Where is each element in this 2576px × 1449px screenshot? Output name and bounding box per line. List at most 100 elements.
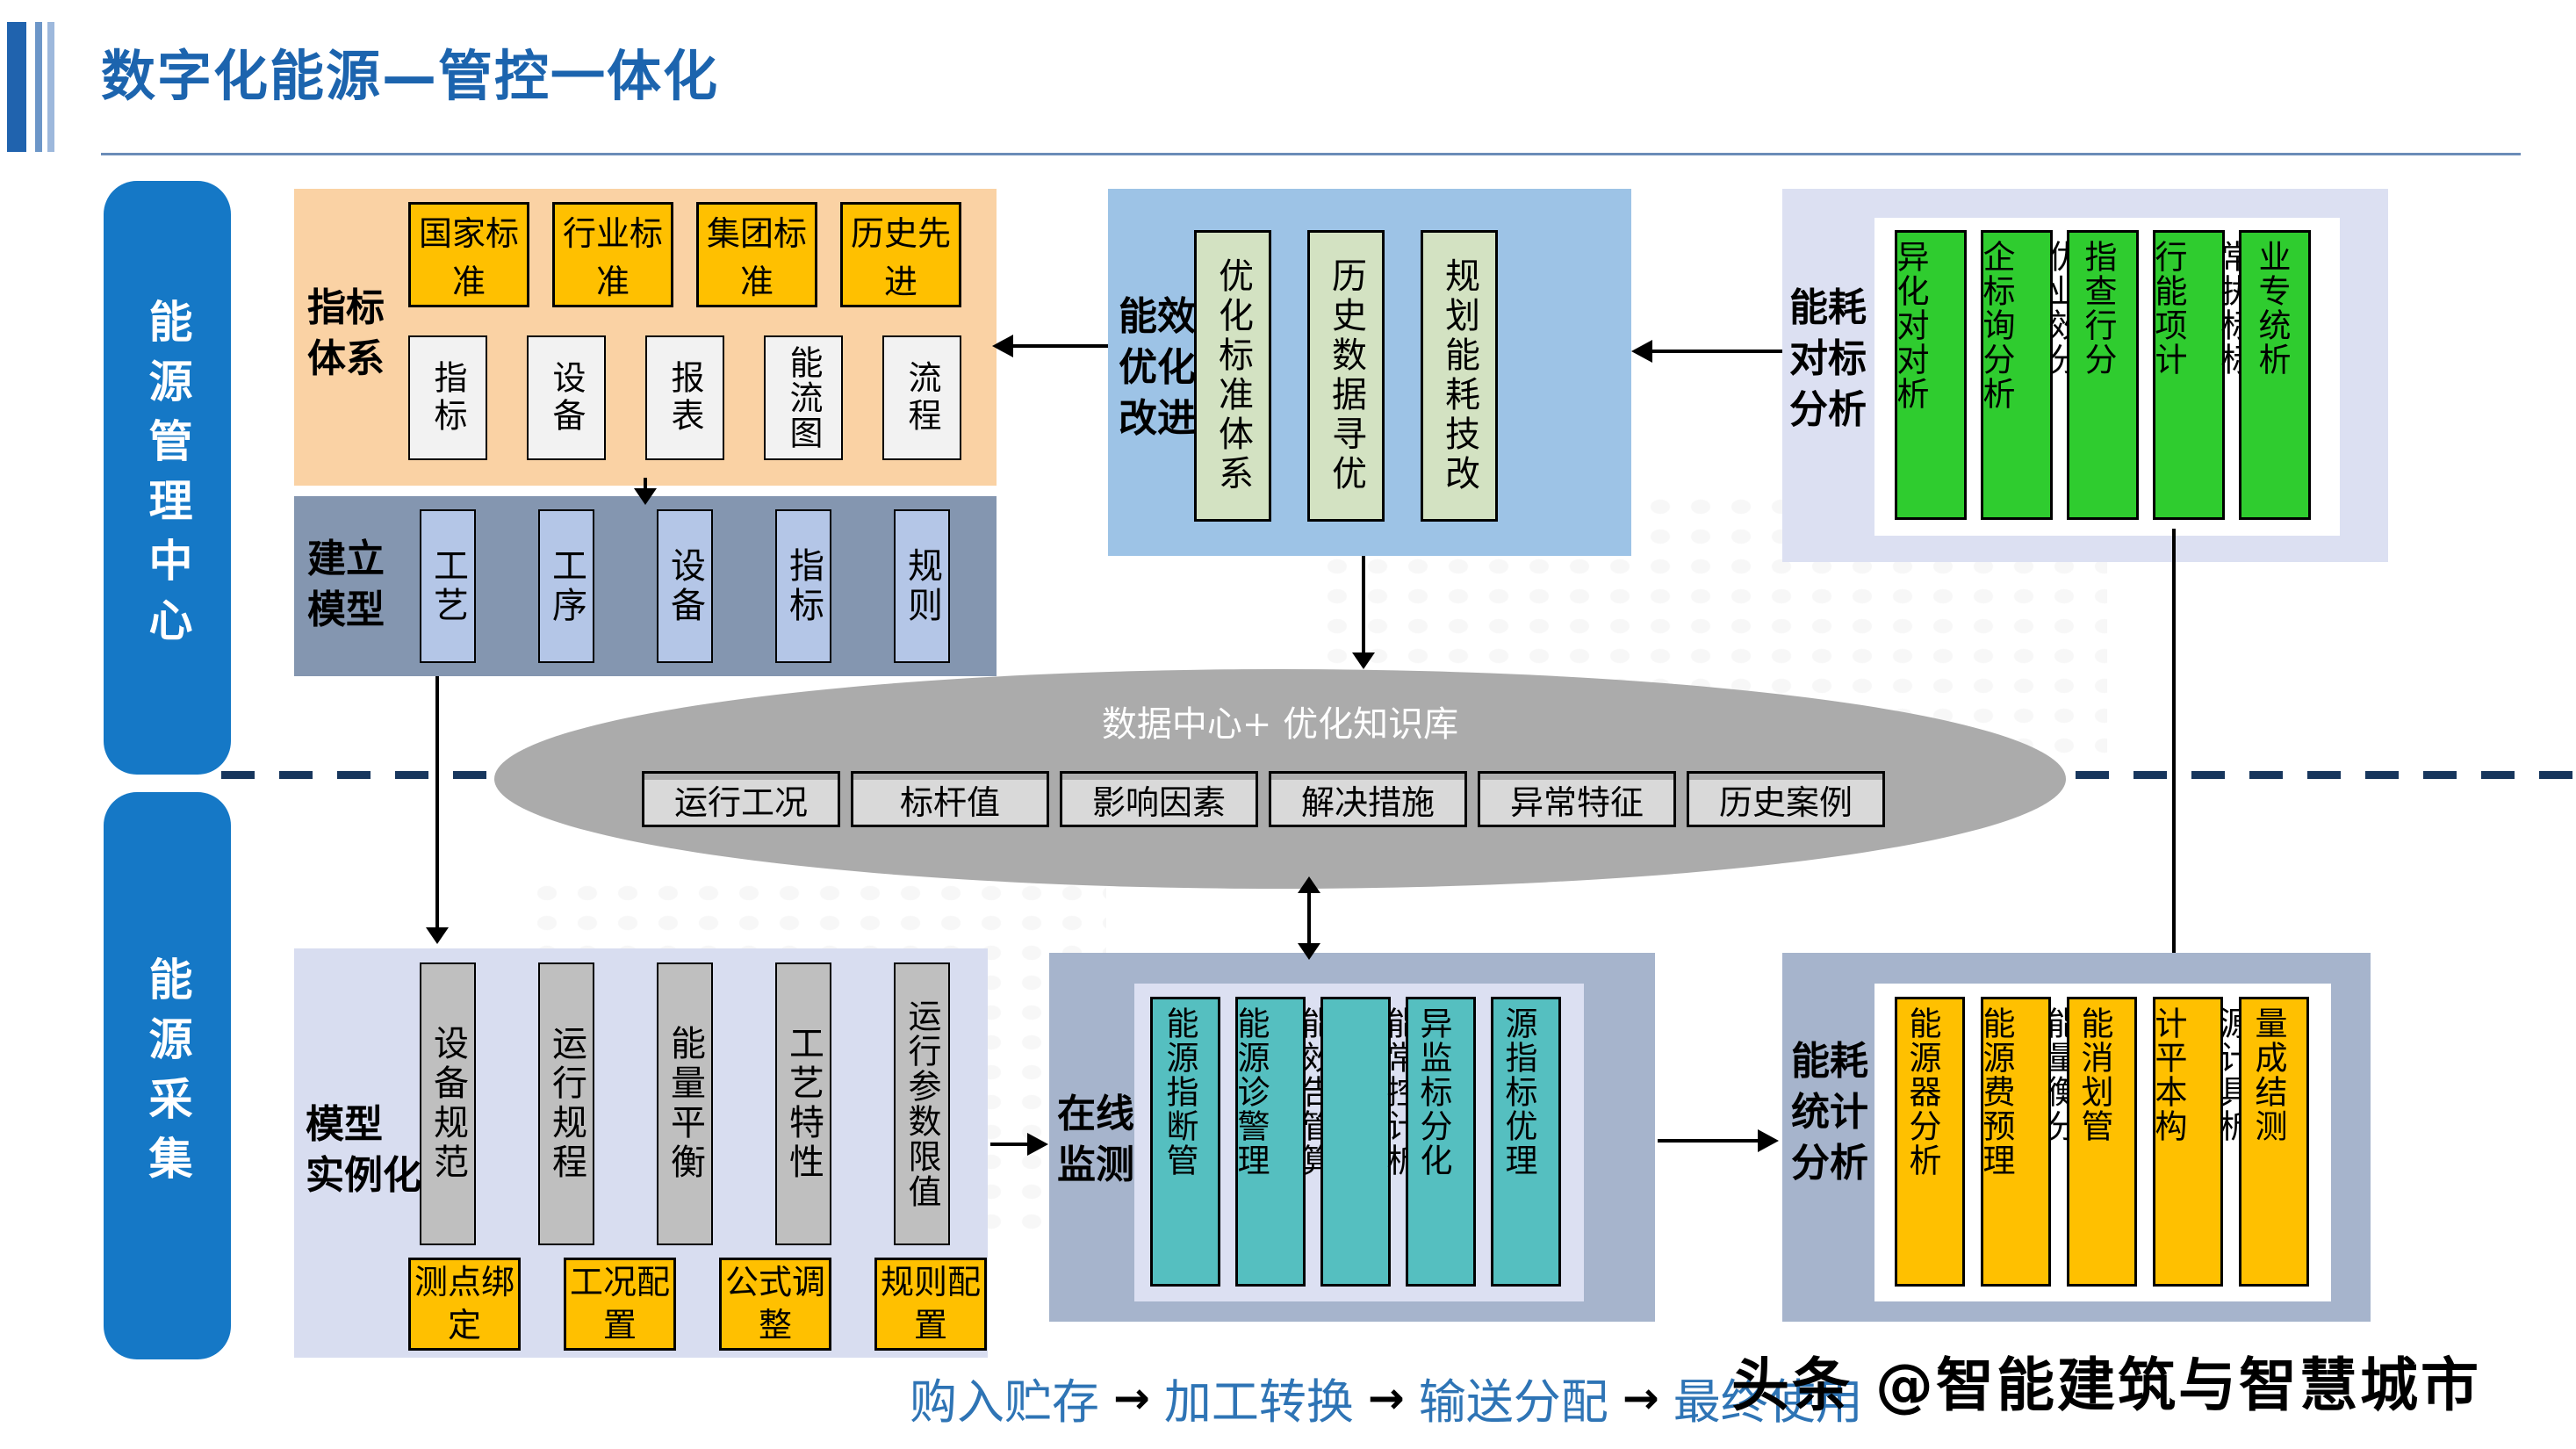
statistics-bar-text: 能消划管 bbox=[2076, 1006, 2113, 1143]
model-bar-text: 设备规范 bbox=[428, 1025, 468, 1183]
panel-build-model bbox=[294, 496, 997, 676]
statistics-analysis-label: 能耗 统计 分析 bbox=[1791, 1039, 1868, 1186]
statistics-bar: 能源费预理 能量衡分 bbox=[1977, 997, 2079, 1287]
benchmark-bar-text: 行能项计 bbox=[2149, 240, 2187, 377]
indicator-item-box: 报表 bbox=[645, 335, 724, 460]
benchmark-bar: 指查行分 bbox=[2067, 230, 2139, 520]
standard-box: 行业标准 bbox=[552, 202, 673, 307]
benchmark-bar: 业专统析 bbox=[2239, 230, 2311, 520]
energy-flow-sequence: 购入贮存 → 加工转换 → 输送分配 → 最终使用 bbox=[910, 1363, 1863, 1432]
accent-bar-icon bbox=[7, 22, 26, 152]
monitoring-bar-text: 异监标分化 bbox=[1414, 1006, 1452, 1178]
efficiency-box: 优化标准体系 bbox=[1194, 230, 1271, 522]
model-instantiation-label: 模型 实例化 bbox=[306, 1102, 421, 1199]
build-model-item: 规则 bbox=[902, 546, 942, 626]
indicator-item-label: 流程 bbox=[903, 360, 941, 436]
arrow-buildmodel-to-instance bbox=[435, 676, 439, 929]
statistics-bar: 量成结测 bbox=[2239, 997, 2309, 1287]
benchmark-bar-text: 企标询分析 bbox=[1977, 240, 2015, 411]
arrow-right-icon bbox=[1758, 1129, 1779, 1152]
efficiency-item: 规划能耗技改 bbox=[1439, 257, 1479, 494]
monitoring-bar-text: 源指标优理 bbox=[1500, 1006, 1537, 1178]
indicator-item-box: 指标 bbox=[408, 335, 487, 460]
standard-box: 集团标准 bbox=[696, 202, 817, 307]
knowledge-box: 异常特征 bbox=[1478, 771, 1676, 827]
config-box: 公式调整 bbox=[719, 1258, 831, 1351]
knowledge-box: 影响因素 bbox=[1060, 771, 1258, 827]
arrow-monitoring-to-statistics bbox=[1658, 1139, 1759, 1143]
title-underline bbox=[101, 153, 2521, 155]
line-benchmark-to-statistics bbox=[2172, 529, 2176, 953]
build-model-box: 指标 bbox=[775, 509, 831, 663]
statistics-bar-text: 能源器分析 bbox=[1903, 1006, 1941, 1178]
arrow-instance-to-monitoring bbox=[990, 1143, 1029, 1146]
arrow-knowledge-monitoring-link bbox=[1307, 890, 1311, 947]
arrow-indicator-to-buildmodel bbox=[644, 478, 647, 490]
sidebar-energy-collection: 能源采集 bbox=[104, 792, 231, 1359]
model-bar-text: 运行参数限值 bbox=[903, 998, 941, 1209]
statistics-bar: 计平本构 源计具析 bbox=[2149, 997, 2251, 1287]
monitoring-bar: 源指标优理 bbox=[1491, 997, 1561, 1287]
arrow-right-icon bbox=[1027, 1133, 1048, 1156]
knowledge-box: 运行工况 bbox=[642, 771, 840, 827]
benchmark-bar-text: 异化对对析 bbox=[1891, 240, 1929, 411]
knowledge-box: 解决措施 bbox=[1269, 771, 1467, 827]
statistics-bar: 能源器分析 bbox=[1895, 997, 1965, 1287]
knowledge-box: 标杆值 bbox=[851, 771, 1049, 827]
monitoring-bar: 能源诊警理 能效告管算 bbox=[1232, 997, 1334, 1287]
build-model-item: 设备 bbox=[665, 546, 705, 626]
arrow-up-icon bbox=[1298, 876, 1320, 893]
arrow-down-icon bbox=[426, 927, 449, 944]
model-bar-text: 运行规程 bbox=[546, 1025, 586, 1183]
sidebar-label: 能源管理中心 bbox=[141, 299, 193, 657]
model-bar-text: 工艺特性 bbox=[783, 1025, 824, 1183]
model-bar: 设备规范 bbox=[420, 962, 476, 1245]
knowledge-base-title: 数据中心+ 优化知识库 bbox=[1101, 704, 1459, 745]
monitoring-bar: 能源指断管 bbox=[1150, 997, 1220, 1287]
model-bar: 能量平衡 bbox=[657, 962, 713, 1245]
flow-arrow-icon: → bbox=[1367, 1372, 1405, 1424]
online-monitoring-label: 在线 监测 bbox=[1057, 1092, 1134, 1188]
arrow-benchmark-to-efficiency bbox=[1652, 350, 1782, 353]
indicator-item-label: 设备 bbox=[547, 360, 586, 436]
standard-box: 国家标准 bbox=[408, 202, 529, 307]
standard-box: 历史先进 bbox=[840, 202, 961, 307]
sidebar-energy-management-center: 能源管理中心 bbox=[104, 181, 231, 775]
model-bar: 工艺特性 bbox=[775, 962, 831, 1245]
statistics-bar: 能消划管 bbox=[2067, 997, 2137, 1287]
monitoring-bar: 异监标分化 bbox=[1406, 997, 1476, 1287]
flow-arrow-icon: → bbox=[1113, 1372, 1150, 1424]
flow-step: 购入贮存 bbox=[910, 1374, 1099, 1430]
benchmark-bar-text: 指查行分 bbox=[2079, 240, 2117, 377]
flow-step: 最终使用 bbox=[1673, 1374, 1863, 1430]
indicator-item-box: 能流图 bbox=[764, 335, 843, 460]
config-box: 测点绑定 bbox=[408, 1258, 521, 1351]
knowledge-box: 历史案例 bbox=[1687, 771, 1885, 827]
indicator-item-label: 指标 bbox=[428, 360, 467, 436]
build-model-box: 工序 bbox=[538, 509, 594, 663]
accent-bar-icon bbox=[35, 22, 42, 152]
build-model-item: 工艺 bbox=[428, 546, 468, 626]
page-title: 数字化能源—管控一体化 bbox=[101, 44, 720, 108]
build-model-item: 指标 bbox=[783, 546, 824, 626]
arrow-left-icon bbox=[992, 335, 1013, 357]
arrow-efficiency-to-indicator bbox=[1013, 344, 1108, 348]
benchmark-bar: 行能项计 常执标标 bbox=[2149, 230, 2253, 520]
efficiency-box: 规划能耗技改 bbox=[1421, 230, 1498, 522]
benchmark-bar-text: 业专统析 bbox=[2253, 240, 2291, 377]
indicator-item-label: 报表 bbox=[666, 360, 704, 436]
accent-bar-icon bbox=[47, 22, 54, 152]
efficiency-item: 优化标准体系 bbox=[1212, 257, 1253, 494]
flow-step: 加工转换 bbox=[1163, 1374, 1354, 1430]
build-model-label: 建立 模型 bbox=[307, 537, 385, 633]
indicator-item-label: 能流图 bbox=[784, 345, 823, 451]
statistics-bar-text: 量成结测 bbox=[2249, 1006, 2287, 1143]
monitoring-bar-text: 能源诊警理 bbox=[1232, 1006, 1270, 1178]
flow-step: 输送分配 bbox=[1418, 1374, 1608, 1430]
benchmark-bar: 企标询分析 优业效分 bbox=[1977, 230, 2081, 520]
arrow-down-icon bbox=[1352, 652, 1375, 669]
build-model-box: 规则 bbox=[894, 509, 950, 663]
watermark: 头条 @智能建筑与智慧城市 bbox=[1731, 1352, 2481, 1419]
build-model-box: 设备 bbox=[657, 509, 713, 663]
